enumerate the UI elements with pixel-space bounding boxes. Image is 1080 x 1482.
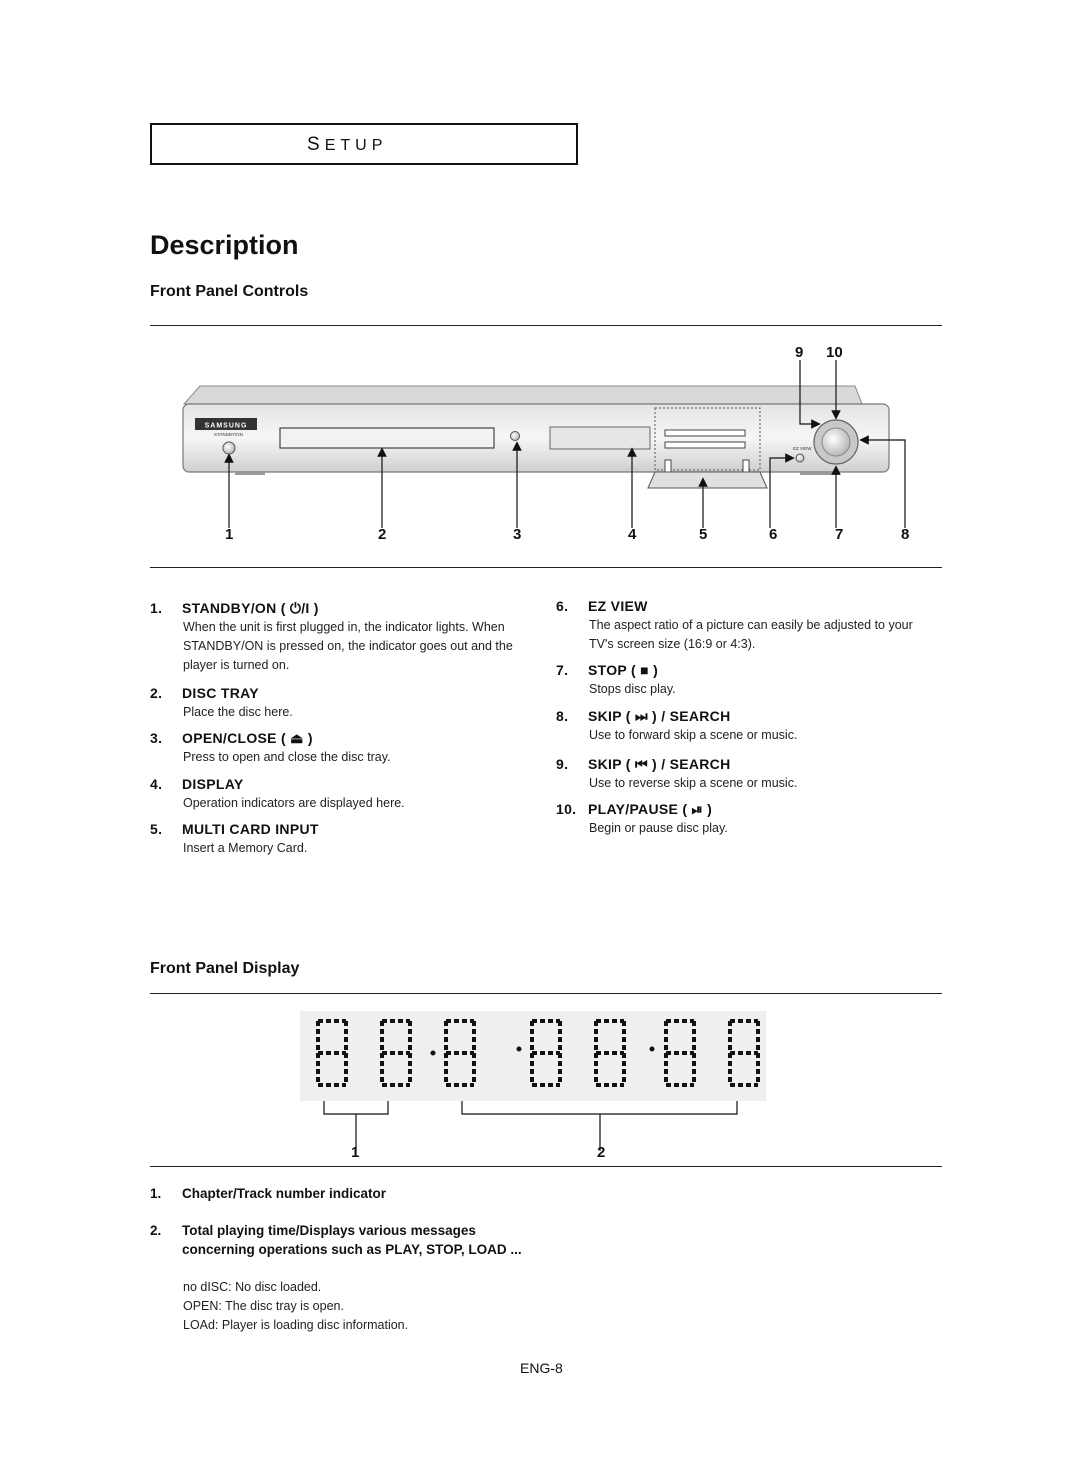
segment-digit	[316, 1019, 348, 1087]
divider	[150, 567, 942, 568]
control-item-disc-tray: 2.DISC TRAY Place the disc here.	[150, 685, 293, 719]
front-panel-controls-heading: Front Panel Controls	[150, 283, 309, 300]
segment-digit	[664, 1019, 696, 1087]
control-item-skip-forward: 8.SKIP ( ⏭ ) / SEARCH Use to forward ski…	[556, 708, 798, 742]
brand-text: SAMSUNG	[205, 423, 248, 430]
callout-7: 7	[835, 526, 844, 543]
segment-digit	[530, 1019, 562, 1087]
callout-10: 10	[826, 344, 843, 361]
section-header-title: SETUP	[307, 134, 388, 155]
play-pause-button	[821, 427, 851, 457]
page-number: ENG-8	[520, 1360, 563, 1376]
callout-8: 8	[901, 526, 910, 543]
display-callout-1: 1	[351, 1144, 360, 1161]
player-body	[182, 403, 890, 473]
display-message: no dISC: No disc loaded.	[183, 1280, 322, 1294]
ezview-button	[795, 453, 805, 463]
callout-4: 4	[628, 526, 637, 543]
callout-2: 2	[378, 526, 387, 543]
card-slot-flap	[647, 471, 768, 489]
dvd-player-illustration: SAMSUNG STANDBY/ON EZ VIEW	[182, 360, 906, 528]
segment-digit	[444, 1019, 476, 1087]
samsung-logo	[195, 418, 257, 430]
section-header-box: SETUP	[150, 123, 578, 165]
divider	[150, 1166, 942, 1167]
callout-6: 6	[769, 526, 778, 543]
control-item-stop: 7.STOP ( ■ ) Stops disc play.	[556, 662, 676, 696]
standby-label: STANDBY/ON	[214, 432, 243, 437]
callout-1: 1	[225, 526, 234, 543]
divider	[150, 325, 942, 326]
ezview-label: EZ VIEW	[793, 446, 812, 451]
divider	[150, 993, 942, 994]
open-close-button	[510, 431, 520, 441]
display-message: LOAd: Player is loading disc information…	[183, 1318, 409, 1332]
callout-5: 5	[699, 526, 708, 543]
control-item-display: 4.DISPLAY Operation indicators are displ…	[150, 776, 405, 810]
callout-9: 9	[795, 344, 804, 361]
standby-button	[222, 441, 236, 455]
display-message: OPEN: The disc tray is open.	[183, 1299, 344, 1313]
control-item-multi-card: 5.MULTI CARD INPUT Insert a Memory Card.	[150, 821, 319, 855]
disc-tray	[279, 427, 495, 449]
display-callout-2: 2	[597, 1144, 606, 1161]
page-title: Description	[150, 230, 299, 260]
card-slot-panel	[654, 407, 761, 471]
display-window	[549, 426, 651, 450]
segment-digit	[594, 1019, 626, 1087]
control-item-play-pause: 10.PLAY/PAUSE ( ⏯ ) Begin or pause disc …	[556, 801, 728, 835]
display-item-total-time: 2. Total playing time/Displays various m…	[150, 1223, 522, 1257]
seven-segment-display-illustration	[300, 1011, 766, 1151]
front-panel-display-heading: Front Panel Display	[150, 960, 300, 977]
control-item-open-close: 3.OPEN/CLOSE ( ⏏ ) Press to open and clo…	[150, 730, 391, 764]
segment-digit	[380, 1019, 412, 1087]
display-item-chapter-track: 1.Chapter/Track number indicator	[150, 1186, 387, 1201]
control-item-skip-reverse: 9.SKIP ( ⏮ ) / SEARCH Use to reverse ski…	[556, 756, 798, 790]
control-item-standby: 1.STANDBY/ON ( ⏻/I ) When the unit is fi…	[150, 600, 513, 672]
segment-digit	[728, 1019, 760, 1087]
callout-3: 3	[513, 526, 522, 543]
control-item-ez-view: 6.EZ VIEW The aspect ratio of a picture …	[556, 598, 913, 651]
